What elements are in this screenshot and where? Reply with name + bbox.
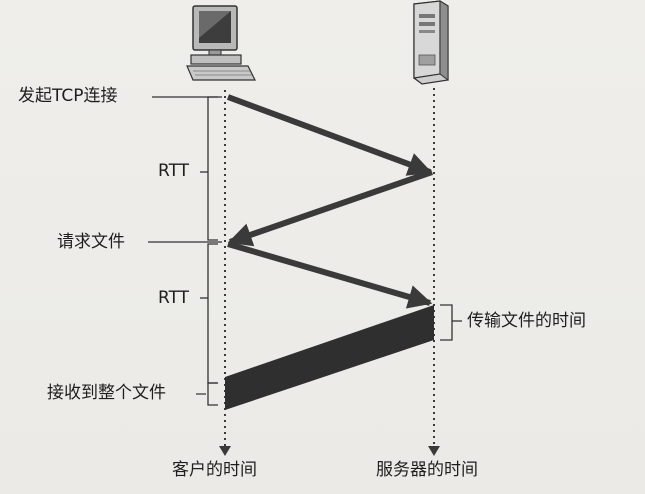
request-arrow xyxy=(227,241,433,309)
received-bracket xyxy=(207,382,218,406)
rtt1-bracket xyxy=(207,96,218,241)
syn-arrow xyxy=(226,94,433,176)
request-file-label: 请求文件 xyxy=(57,232,125,252)
transmit-bracket xyxy=(440,304,453,341)
rtt1-label: RTT xyxy=(158,161,190,181)
file-transfer-band xyxy=(225,305,434,410)
desktop-computer-icon xyxy=(186,5,256,81)
rtt2-bracket xyxy=(207,243,218,384)
synack-arrow xyxy=(227,169,433,247)
client-time-label: 客户的时间 xyxy=(172,460,257,480)
initiate-connection-label: 发起TCP连接 xyxy=(18,86,118,106)
server-time-label: 服务器的时间 xyxy=(376,460,478,480)
server-timeline-arrowhead xyxy=(428,446,440,456)
transmit-time-label: 传输文件的时间 xyxy=(467,311,586,331)
received-file-label: 接收到整个文件 xyxy=(47,383,166,403)
client-timeline-arrowhead xyxy=(219,446,231,456)
tower-server-icon xyxy=(413,0,449,85)
rtt2-label: RTT xyxy=(158,288,190,308)
